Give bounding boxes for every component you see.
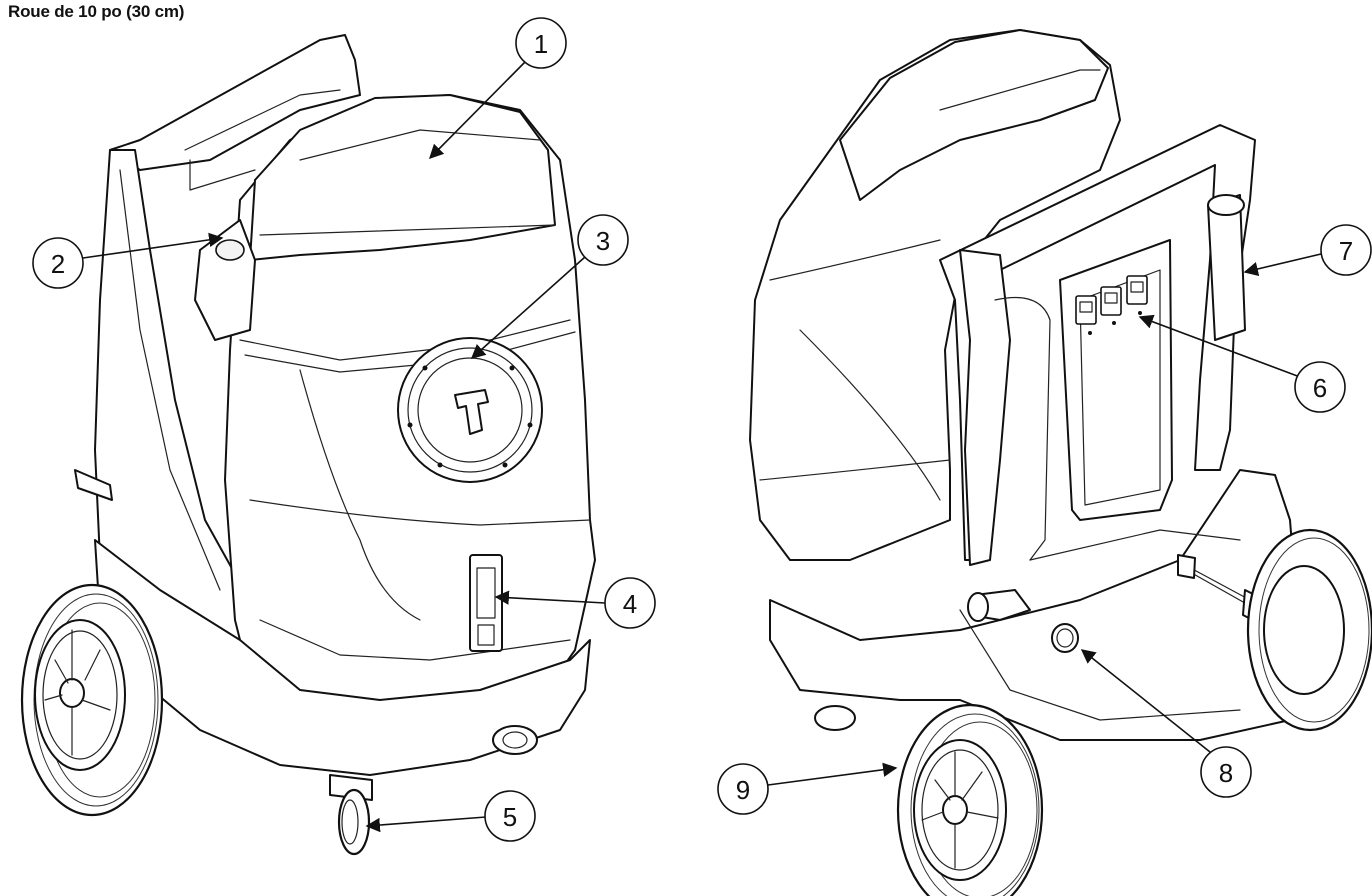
callout-1-label: 1 — [534, 29, 548, 59]
figure-caption: Roue de 10 po (30 cm) — [8, 2, 185, 21]
latch — [469, 554, 503, 652]
callout-3: 3 — [470, 214, 629, 359]
tank-lid — [249, 94, 556, 261]
callout-5-label: 5 — [503, 802, 517, 832]
handle-frame — [109, 34, 361, 171]
control-switches — [1075, 275, 1148, 335]
callout-4-label: 4 — [623, 589, 637, 619]
front-view-machine — [20, 34, 596, 856]
callout-1: 1 — [428, 17, 567, 160]
access-port-handle — [454, 389, 489, 435]
rear-right-wheel — [1246, 528, 1372, 732]
water-inlet — [1051, 623, 1079, 653]
hose-fitting — [215, 239, 245, 261]
callout-8-label: 8 — [1219, 758, 1233, 788]
rear-handle-frame — [939, 124, 1256, 561]
callout-6: 6 — [1138, 314, 1346, 413]
callout-8: 8 — [1080, 649, 1252, 798]
callout-2-label: 2 — [51, 249, 65, 279]
front-caster — [329, 774, 373, 856]
hose-tube — [1207, 194, 1246, 341]
callout-6-label: 6 — [1313, 373, 1327, 403]
callout-7: 7 — [1243, 224, 1372, 277]
rear-tank-lid — [839, 29, 1109, 201]
rear-grip — [959, 249, 1011, 566]
front-view-rear-caster — [492, 725, 538, 755]
large-wheel — [896, 703, 1044, 896]
callout-9-label: 9 — [736, 775, 750, 805]
callout-9: 9 — [717, 762, 898, 815]
front-left-wheel — [20, 583, 164, 817]
callout-3-label: 3 — [596, 226, 610, 256]
rear-view-caster — [814, 705, 856, 731]
callout-2: 2 — [32, 232, 224, 289]
callout-7-label: 7 — [1339, 236, 1353, 266]
callout-4: 4 — [494, 577, 656, 629]
rear-view-machine — [749, 29, 1372, 896]
control-panel — [1059, 239, 1173, 521]
base — [94, 539, 591, 776]
callout-5: 5 — [365, 790, 536, 842]
